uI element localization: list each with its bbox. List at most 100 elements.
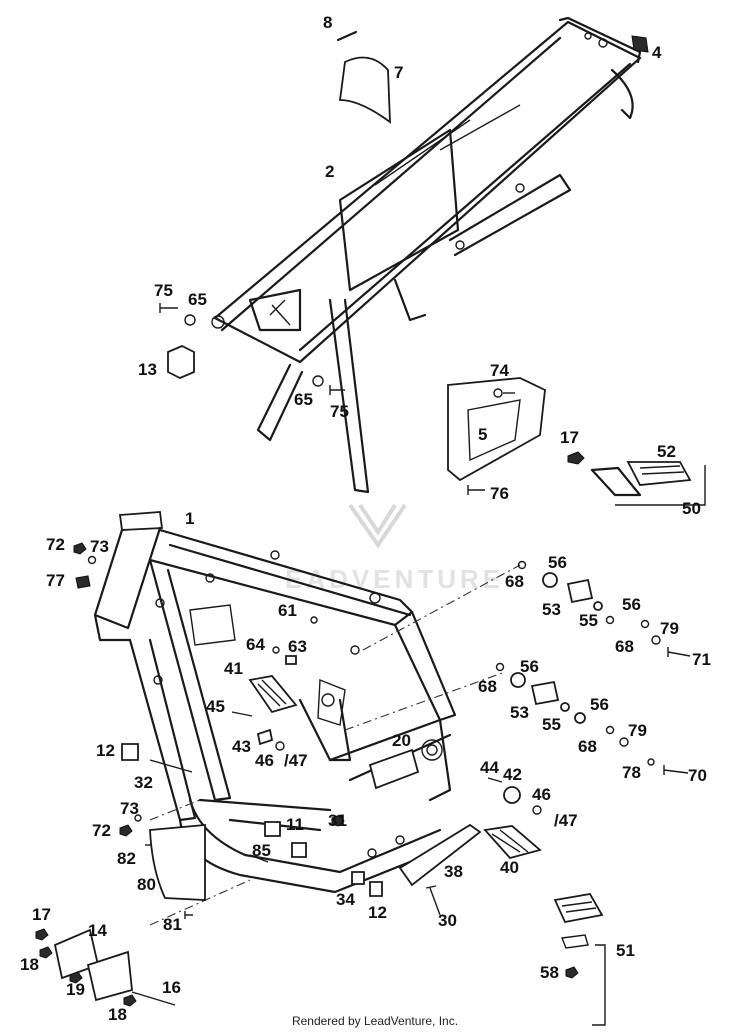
footpeg-rubber-assembly: [567, 451, 706, 506]
bush-part-12a: [121, 743, 139, 761]
callout-73: 73: [90, 537, 109, 556]
nut-part-17a: [567, 451, 585, 465]
bushing-part-53b: [530, 680, 560, 706]
nut-part-72b: [119, 824, 133, 837]
callout-55: 55: [579, 611, 598, 630]
footpeg-lever-assembly: [398, 777, 542, 916]
callout-20: 20: [392, 731, 411, 750]
watermark-text: EADVENTURE: [285, 564, 504, 594]
washer-part-56d: [574, 712, 586, 724]
bolt-part-76: [467, 485, 485, 495]
footpeg-part-41: [248, 675, 298, 714]
callout-47: /47: [554, 811, 578, 830]
callout-79: 79: [628, 721, 647, 740]
bolt-part-75b: [329, 385, 345, 395]
callout-80: 80: [137, 875, 156, 894]
callout-42: 42: [503, 765, 522, 784]
nut-part-18a: [39, 946, 53, 959]
skid-plate-part-80: [149, 824, 206, 901]
callout-40: 40: [500, 858, 519, 877]
callout-74: 74: [490, 361, 509, 380]
bolt-part-75a: [159, 303, 178, 313]
callout-61: 61: [278, 601, 297, 620]
bolt-part-30: [425, 885, 441, 916]
bolt-part-16: [131, 991, 176, 1006]
nut-part-18b: [123, 994, 137, 1007]
callout-70: 70: [688, 766, 707, 785]
callout-71: 71: [692, 650, 711, 669]
spring-part-43: [256, 728, 274, 746]
callout-32: 32: [134, 773, 153, 792]
callout-5: 5: [478, 425, 487, 444]
washer-part-73b: [134, 814, 142, 822]
washer-part-56c: [510, 672, 526, 688]
bolt-part-85: [249, 854, 269, 863]
callout-81: 81: [163, 915, 182, 934]
oring-part-68c: [495, 662, 505, 672]
callout-68: 68: [478, 677, 497, 696]
bolt-part-71: [667, 647, 691, 657]
bush-part-11: [264, 821, 281, 837]
nut-part-61: [310, 616, 318, 624]
callout-72: 72: [46, 535, 65, 554]
callout-46: 46: [255, 751, 274, 770]
main-frame-assembly: [93, 511, 457, 894]
callout-47: /47: [284, 751, 308, 770]
subframe-assembly: [211, 16, 642, 494]
bracket-assembly: [447, 377, 546, 495]
oring-part-68b: [640, 619, 650, 629]
bolt-part-77: [75, 575, 91, 589]
pad-assembly: [553, 893, 606, 1026]
pad-part-51: [553, 893, 604, 924]
bolt-part-70: [663, 765, 689, 775]
callout-30: 30: [438, 911, 457, 930]
bush-part-12b: [369, 881, 383, 897]
callout-56: 56: [520, 657, 539, 676]
callout-11: 11: [286, 815, 304, 834]
callout-85: 85: [252, 841, 271, 860]
mount-block-part-13: [167, 345, 195, 379]
callout-45: 45: [206, 697, 225, 716]
callout-43: 43: [232, 737, 251, 756]
bolt-part-32: [149, 759, 193, 773]
washer-part-56b: [605, 615, 615, 625]
clip-part-8: [336, 30, 358, 42]
callout-labels: 8 7 4 2 75 65 13 65 75 74 5 76 17 52 50 …: [20, 13, 711, 1024]
callout-44: 44: [480, 758, 499, 777]
lower-bracket-assembly: [35, 928, 176, 1007]
callout-1: 1: [185, 509, 194, 528]
pin-part-45: [231, 711, 253, 717]
washer-part-65a: [184, 314, 196, 326]
bracket-part-5: [447, 377, 546, 482]
sleeve-part-55b: [560, 702, 570, 712]
nut-part-31: [331, 814, 345, 827]
callout-17: 17: [32, 905, 51, 924]
nut-part-72a: [73, 542, 87, 555]
callout-34: 34: [336, 890, 355, 909]
callout-68: 68: [505, 572, 524, 591]
callout-63: 63: [288, 637, 307, 656]
callout-72: 72: [92, 821, 111, 840]
footpeg-part-40: [483, 825, 542, 860]
callout-50: 50: [682, 499, 701, 518]
callout-79: 79: [660, 619, 679, 638]
callout-53: 53: [510, 703, 529, 722]
callout-55: 55: [542, 715, 561, 734]
callout-18: 18: [20, 955, 39, 974]
callout-56: 56: [622, 595, 641, 614]
callout-56: 56: [548, 553, 567, 572]
subframe-small-parts: [159, 30, 649, 395]
callout-56: 56: [590, 695, 609, 714]
callout-18: 18: [108, 1005, 127, 1024]
callout-13: 13: [138, 360, 157, 379]
watermark-logo-icon: [348, 503, 407, 549]
callout-4: 4: [652, 43, 662, 62]
callout-51: 51: [616, 941, 635, 960]
callout-64: 64: [246, 635, 265, 654]
footer-credit: Rendered by LeadVenture, Inc.: [291, 1014, 459, 1028]
spacer-part-34: [351, 871, 365, 885]
callout-12: 12: [96, 741, 115, 760]
washer-part-46b: [532, 805, 542, 815]
callout-65: 65: [294, 390, 313, 409]
rubber-block-part-4: [631, 35, 649, 53]
